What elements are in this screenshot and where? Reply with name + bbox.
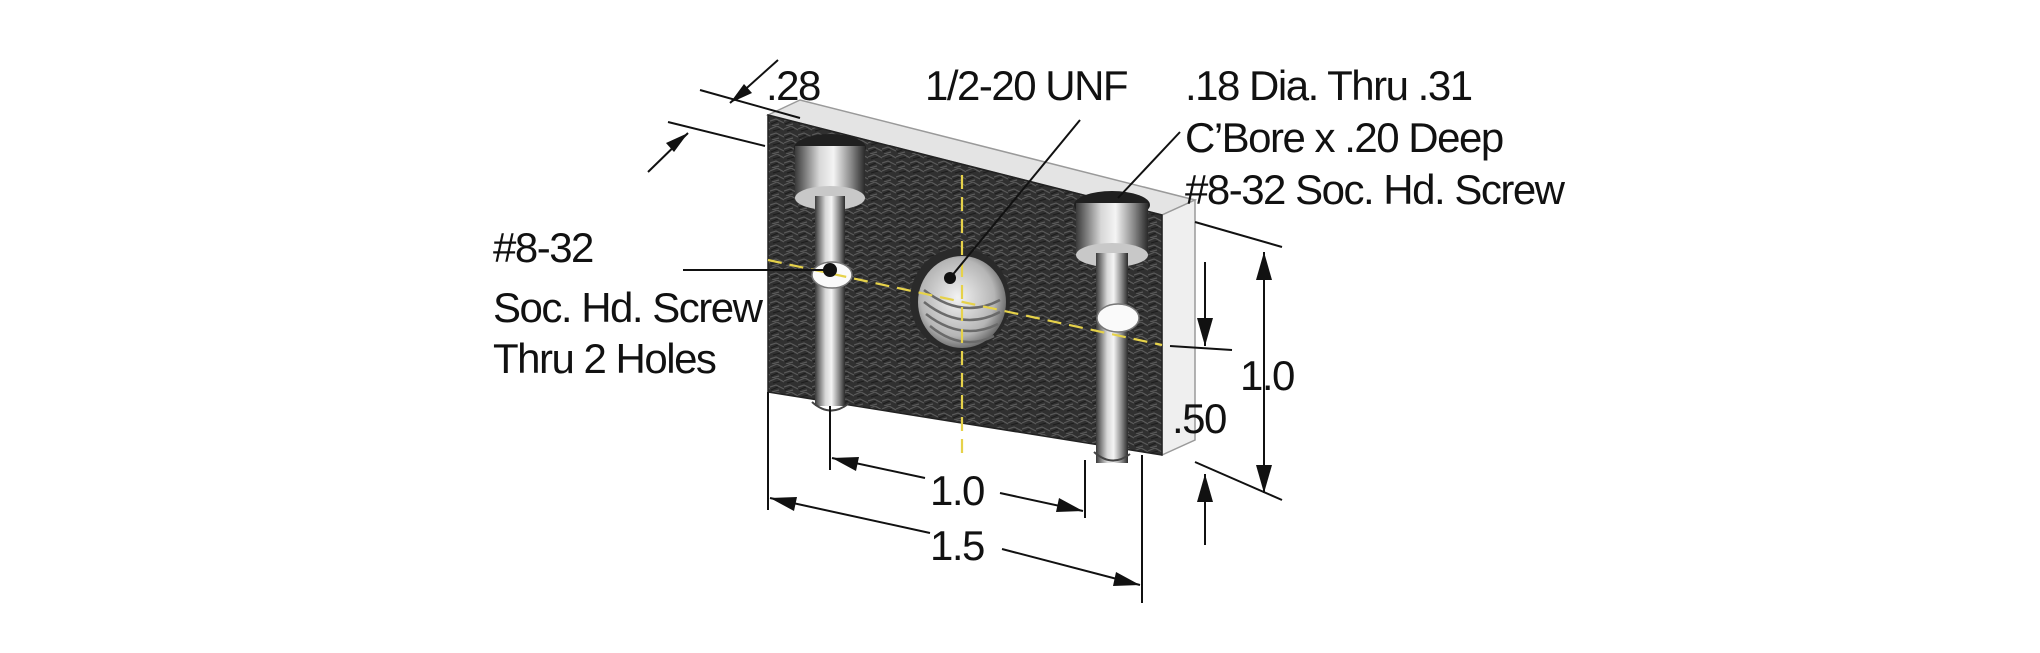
width-total-label: 1.5 (930, 522, 984, 569)
width-total-arrowhead-right (1113, 572, 1140, 586)
spacing-arrowhead-left (832, 457, 859, 471)
counterbore-callout-line-1: .18 Dia. Thru .31 (1185, 62, 1472, 109)
side-screw-callout-line-2: Soc. Hd. Screw (493, 284, 764, 331)
height-extension-top (1194, 221, 1283, 248)
left-counterbore-hole (794, 134, 866, 412)
width-dimensions: 1.5 1.0 (767, 392, 1143, 603)
height-total-label: 1.0 (1240, 352, 1294, 399)
height-extension-bottom (1194, 461, 1283, 501)
height-half-extension (1169, 345, 1233, 351)
spacing-arrowhead-right (1056, 498, 1083, 512)
thickness-label: .28 (766, 62, 820, 109)
hole-spacing-label: 1.0 (930, 467, 984, 514)
center-thread-leader (949, 119, 1081, 279)
thickness-extension-outer (699, 89, 801, 119)
thickness-arrowhead-lower (666, 133, 688, 152)
leader-lines (683, 119, 1181, 284)
side-screw-callout-line-3: Thru 2 Holes (493, 335, 716, 382)
counterbore-callout-line-2: C’Bore x .20 Deep (1185, 114, 1503, 161)
counterbore-callout: .18 Dia. Thru .31 C’Bore x .20 Deep #8-3… (1185, 62, 1567, 213)
center-thread-leader-dot (944, 272, 956, 284)
thickness-extension-inner (667, 121, 766, 147)
center-thread-label: 1/2-20 UNF (925, 62, 1127, 109)
thickness-dimension: .28 (647, 59, 822, 173)
counterbore-callout-line-3: #8-32 Soc. Hd. Screw (1185, 166, 1566, 213)
thickness-arrowhead-upper (730, 84, 752, 103)
counterbore-leader (1117, 131, 1181, 199)
height-half-arrowhead-upper (1197, 318, 1213, 346)
side-screw-callout: #8-32 Soc. Hd. Screw Thru 2 Holes (493, 224, 765, 382)
height-total-arrowhead-top (1256, 252, 1272, 280)
right-counterbore-hole (1074, 191, 1150, 463)
side-screw-callout-line-1: #8-32 (493, 224, 593, 271)
height-total-arrowhead-bottom (1256, 465, 1272, 493)
height-dimensions: 1.0 .50 (1169, 221, 1296, 545)
width-total-arrowhead-left (770, 497, 797, 511)
center-threaded-hole (910, 248, 1010, 352)
width-total-line-left (769, 497, 931, 534)
height-half-arrowhead-lower (1197, 474, 1213, 502)
height-half-label: .50 (1172, 395, 1226, 442)
side-screw-leader-dot (823, 263, 837, 277)
